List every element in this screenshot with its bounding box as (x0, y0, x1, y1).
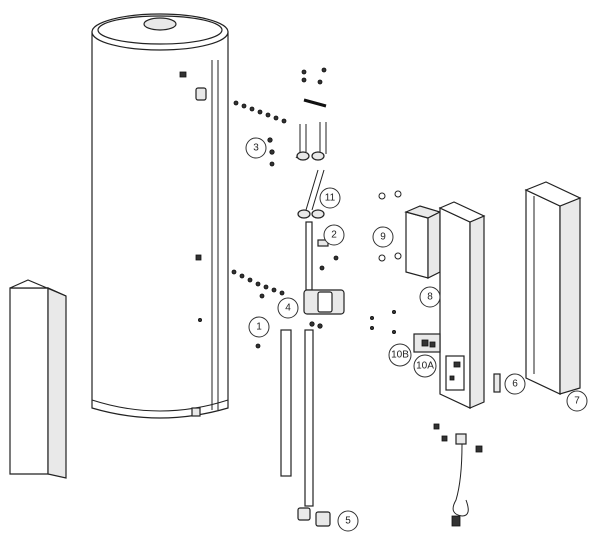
sensor-lead (433, 423, 483, 527)
callout-label-5: 5 (345, 516, 351, 527)
clip (493, 373, 501, 393)
cylinder-tank (91, 13, 229, 419)
top-small-parts (301, 67, 327, 108)
long-pipes (255, 329, 314, 507)
callout-label-6: 6 (512, 379, 518, 390)
callout-10b: 10B (388, 343, 412, 367)
callout-1: 1 (248, 316, 270, 338)
callout-6: 6 (504, 373, 526, 395)
o-rings (378, 190, 402, 262)
fittings (297, 507, 331, 527)
pipe-assembly (295, 122, 327, 219)
callout-10a: 10A (413, 354, 437, 378)
side-cover-panel (9, 279, 67, 479)
callout-label-9: 9 (380, 232, 386, 243)
fixings-lower (231, 269, 285, 299)
callout-11: 11 (319, 187, 341, 209)
fixings-upper (233, 100, 287, 167)
callout-label-1: 1 (256, 322, 262, 333)
front-panel (524, 181, 582, 395)
callout-8: 8 (419, 286, 441, 308)
callout-9: 9 (372, 226, 394, 248)
callout-label-10b: 10B (391, 350, 409, 361)
pump-assembly (303, 221, 345, 329)
callout-label-7: 7 (574, 396, 580, 407)
electrical-cover (404, 205, 442, 279)
callout-5: 5 (337, 510, 359, 532)
callout-4: 4 (277, 297, 299, 319)
callout-label-2: 2 (331, 230, 337, 241)
callout-label-4: 4 (285, 303, 291, 314)
callout-label-8: 8 (427, 292, 433, 303)
callout-label-11: 11 (325, 193, 336, 204)
callout-2: 2 (323, 224, 345, 246)
callout-label-10a: 10A (416, 361, 434, 372)
callout-label-3: 3 (253, 143, 259, 154)
callout-7: 7 (566, 390, 588, 412)
callout-3: 3 (245, 137, 267, 159)
control-housing (369, 201, 486, 409)
